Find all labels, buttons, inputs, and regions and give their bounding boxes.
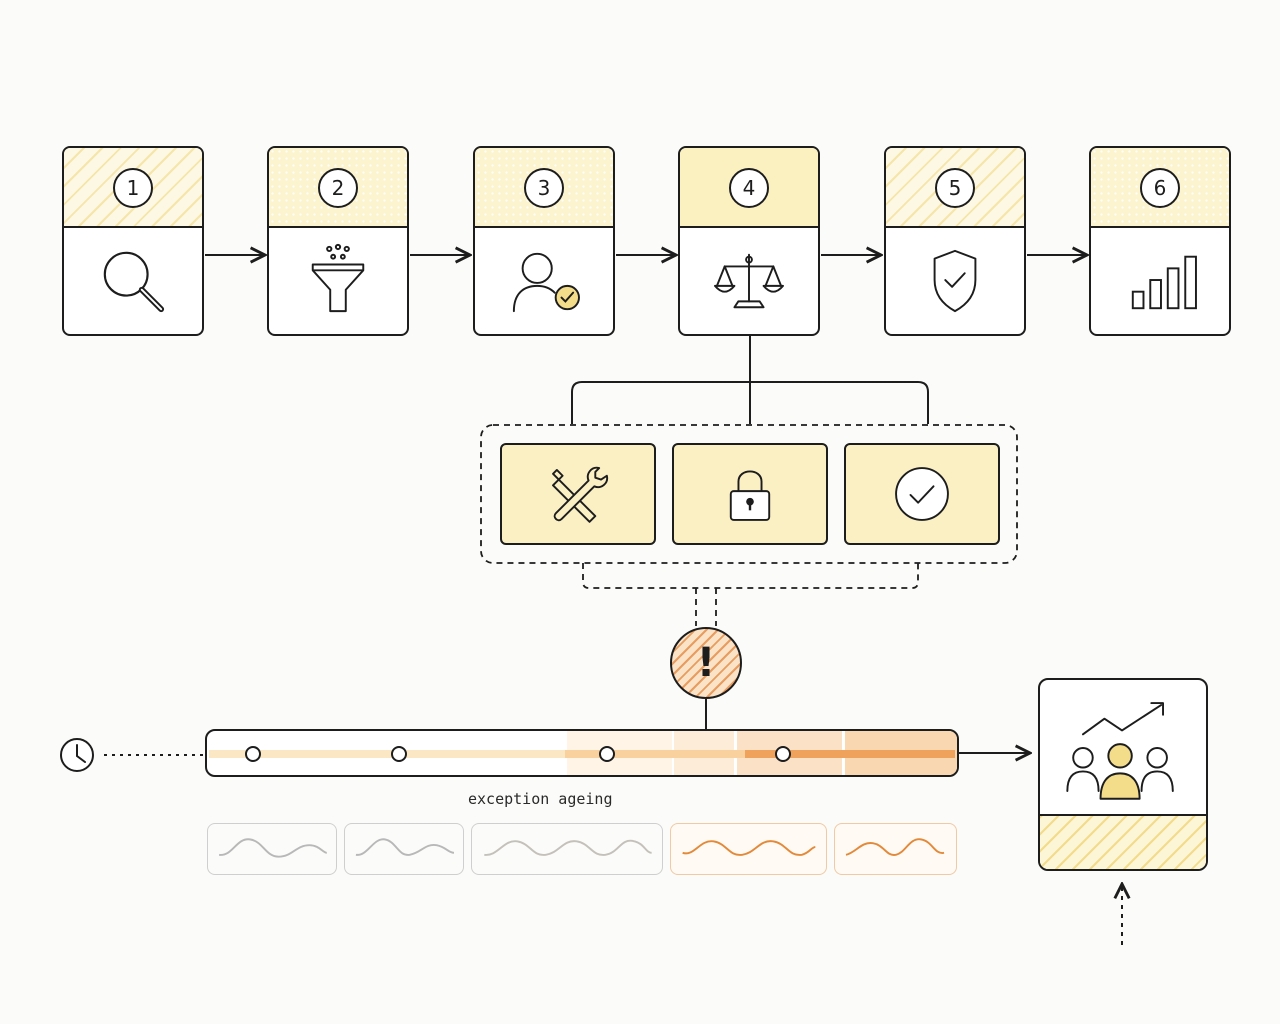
wave-line [218, 838, 328, 858]
wave-line [845, 838, 945, 856]
step-3-number: 3 [524, 168, 564, 208]
branch-connector [571, 336, 929, 424]
wave-line [484, 839, 652, 856]
exclamation-icon: ! [696, 640, 716, 686]
step-6-number: 6 [1140, 168, 1180, 208]
wave-card [670, 823, 827, 875]
step-1-number: 1 [113, 168, 153, 208]
step-3-header: 3 [475, 148, 613, 228]
wrench-screwdriver-icon [552, 466, 609, 523]
timeline-caption: exception ageing [468, 790, 613, 808]
control-lock [672, 443, 828, 545]
step-3: 3 [473, 146, 615, 336]
wave-line [682, 840, 816, 856]
filter-funnel-icon [269, 228, 407, 334]
circle-check-icon [895, 467, 949, 521]
wave-card [207, 823, 337, 875]
step-4-header: 4 [680, 148, 818, 228]
step-2: 2 [267, 146, 409, 336]
magnifier-icon [64, 228, 202, 334]
timeline-band-early [209, 750, 565, 758]
timeline-marker [391, 746, 407, 762]
controls-group-border [480, 424, 1018, 564]
timeline-marker [245, 746, 261, 762]
clock-icon [60, 738, 94, 772]
timeline-markers [245, 746, 791, 762]
wave-card [344, 823, 464, 875]
wave-line [355, 838, 455, 856]
exception-timeline [205, 729, 959, 777]
balance-scale-icon [680, 228, 818, 334]
team-growth-icon [1066, 702, 1174, 800]
step-1-header: 1 [64, 148, 202, 228]
step-2-header: 2 [269, 148, 407, 228]
outcome-panel [1038, 678, 1208, 871]
control-approve [844, 443, 1000, 545]
wave-card [834, 823, 957, 875]
outcome-footer [1040, 814, 1206, 869]
timeline-marker [599, 746, 615, 762]
step-6: 6 [1089, 146, 1231, 336]
step-5: 5 [884, 146, 1026, 336]
step-6-header: 6 [1091, 148, 1229, 228]
merge-connector [582, 563, 919, 626]
step-4: 4 [678, 146, 820, 336]
step-4-number: 4 [729, 168, 769, 208]
timeline-band-late [745, 750, 955, 758]
step-5-header: 5 [886, 148, 1024, 228]
user-check-icon [475, 228, 613, 334]
timeline-marker [775, 746, 791, 762]
shield-check-icon [886, 228, 1024, 334]
step-5-number: 5 [935, 168, 975, 208]
bar-chart-icon [1091, 228, 1229, 334]
control-tools [500, 443, 656, 545]
padlock-icon [729, 470, 771, 521]
step-1: 1 [62, 146, 204, 336]
alert-badge: ! [670, 627, 742, 699]
wave-card [471, 823, 663, 875]
step-2-number: 2 [318, 168, 358, 208]
timeline-band-mid [565, 750, 745, 758]
